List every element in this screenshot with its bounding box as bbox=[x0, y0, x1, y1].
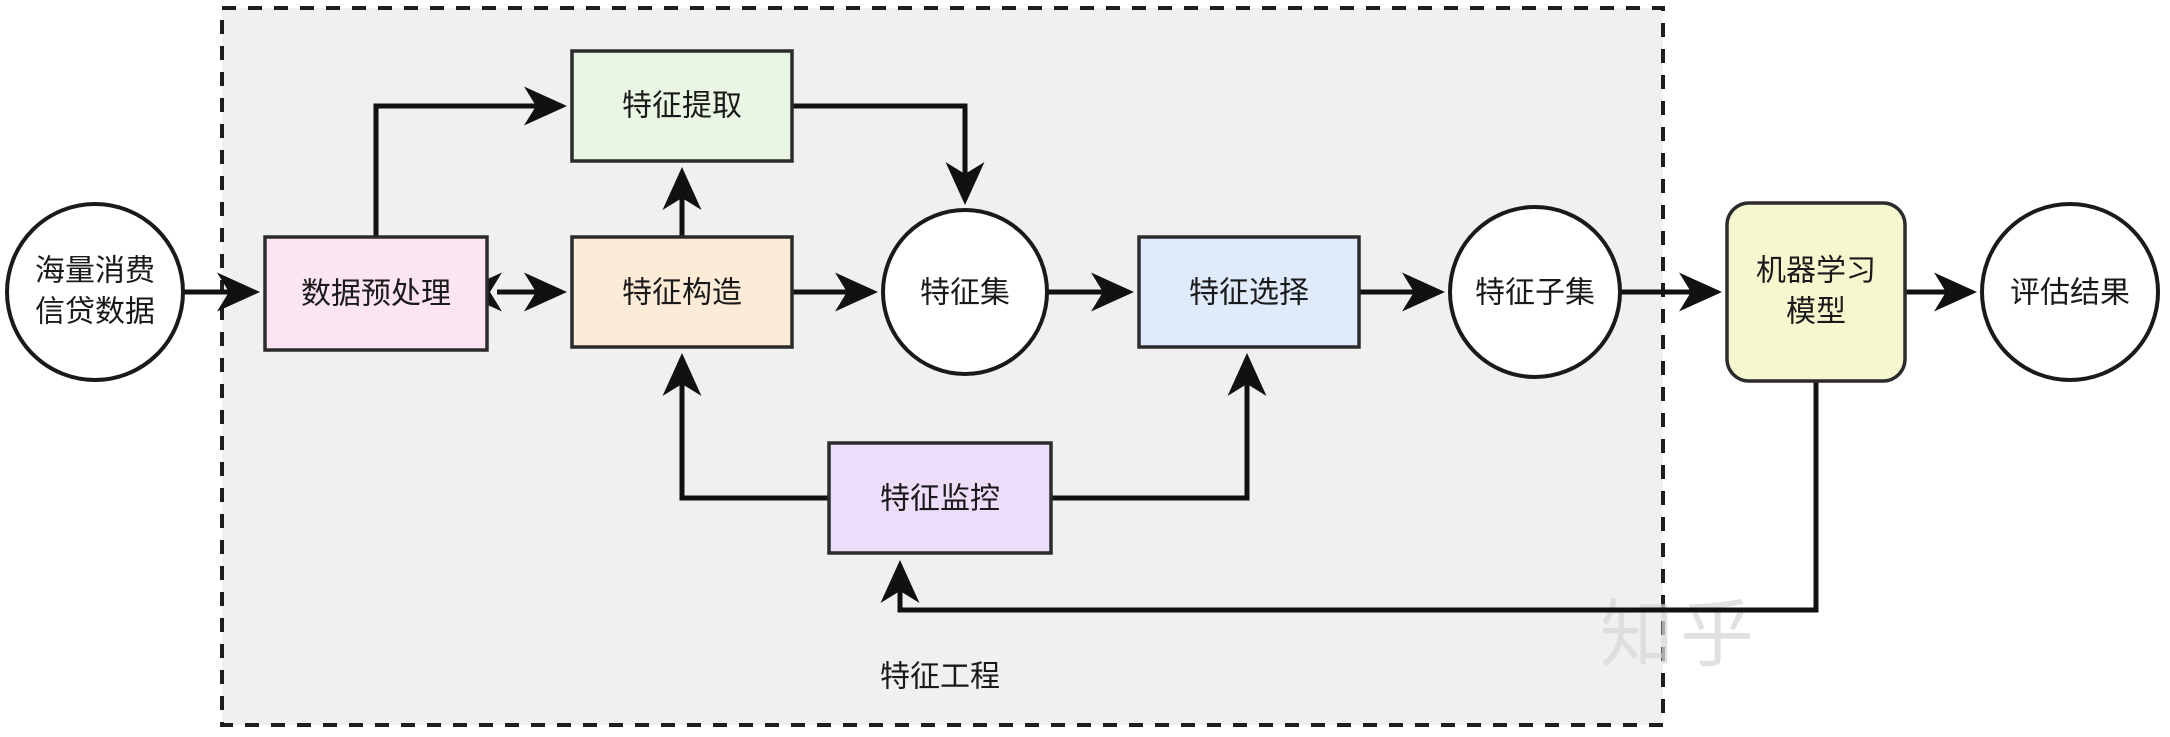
node-ml-model[interactable]: 机器学习 模型 bbox=[1725, 201, 1907, 383]
data-preprocessing-box bbox=[263, 235, 489, 352]
data-preprocessing-label: 数据预处理 bbox=[301, 277, 451, 312]
feature-set-label: 特征集 bbox=[920, 276, 1010, 311]
node-feature-construction[interactable]: 特征构造 bbox=[570, 235, 794, 349]
feature-monitoring-label: 特征监控 bbox=[880, 482, 1000, 517]
source-data-circle bbox=[5, 202, 185, 382]
feature-set-circle bbox=[881, 208, 1049, 376]
feature-construction-box bbox=[570, 235, 794, 349]
feature-subset-circle bbox=[1448, 205, 1622, 379]
evaluation-result-circle bbox=[1980, 202, 2160, 382]
ml-model-label-line1: 机器学习 bbox=[1756, 254, 1876, 289]
ml-model-box bbox=[1725, 201, 1907, 383]
feature-extraction-box bbox=[570, 49, 794, 163]
edge-preprocessing-to-extraction bbox=[373, 86, 568, 237]
node-evaluation-result[interactable]: 评估结果 bbox=[1980, 202, 2160, 382]
ml-model-label-line2: 模型 bbox=[1786, 295, 1846, 330]
feature-construction-label: 特征构造 bbox=[622, 276, 742, 311]
node-feature-subset[interactable]: 特征子集 bbox=[1448, 205, 1622, 379]
node-feature-extraction[interactable]: 特征提取 bbox=[570, 49, 794, 163]
edge-extraction-to-feature-set bbox=[792, 103, 985, 206]
feature-selection-label: 特征选择 bbox=[1189, 276, 1309, 311]
node-source-data[interactable]: 海量消费 信贷数据 bbox=[5, 202, 185, 382]
zhihu-watermark: 知乎 bbox=[1600, 592, 1760, 678]
source-data-label-line2: 信贷数据 bbox=[35, 295, 155, 330]
edge-monitoring-to-construction bbox=[662, 352, 829, 501]
evaluation-result-label: 评估结果 bbox=[2010, 276, 2130, 311]
edge-monitoring-to-selection bbox=[1051, 352, 1267, 501]
source-data-label-line1: 海量消费 bbox=[35, 254, 155, 289]
node-feature-set[interactable]: 特征集 bbox=[881, 208, 1049, 376]
feature-selection-box bbox=[1137, 235, 1361, 349]
node-data-preprocessing[interactable]: 数据预处理 bbox=[263, 235, 489, 352]
feature-extraction-label: 特征提取 bbox=[622, 89, 742, 124]
feature-engineering-group-label: 特征工程 bbox=[880, 660, 1000, 695]
node-feature-selection[interactable]: 特征选择 bbox=[1137, 235, 1361, 349]
edge-model-to-monitoring bbox=[880, 381, 1819, 613]
feature-subset-label: 特征子集 bbox=[1475, 276, 1595, 311]
feature-monitoring-box bbox=[827, 441, 1053, 555]
node-feature-monitoring[interactable]: 特征监控 bbox=[827, 441, 1053, 555]
